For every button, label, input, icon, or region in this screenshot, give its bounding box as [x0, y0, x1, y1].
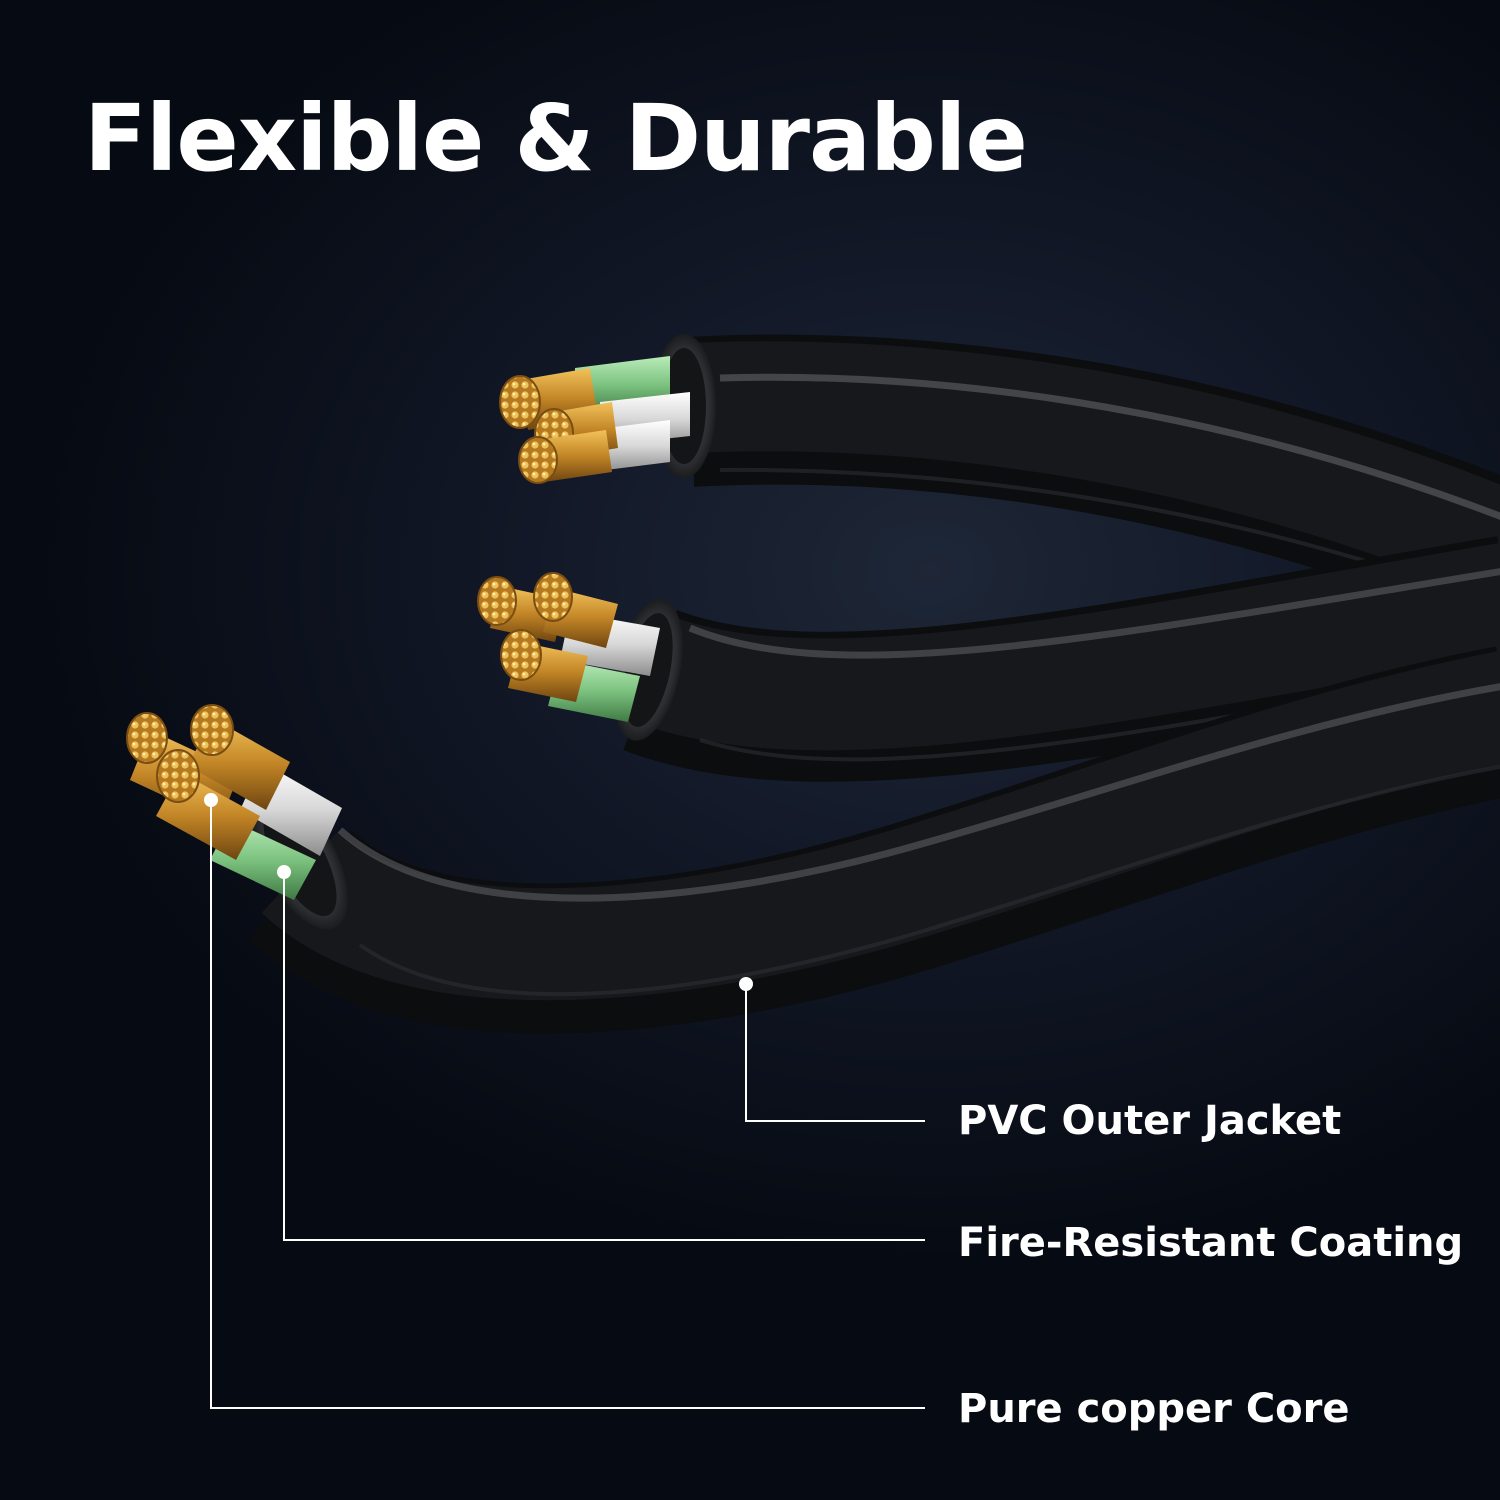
lower-cable-end: [126, 704, 348, 930]
middle-cable-end: [477, 572, 683, 741]
jacket-leader-line: [745, 984, 925, 1122]
callout-label-fire-resistant-coating: Fire-Resistant Coating: [958, 1220, 1464, 1266]
core-marker-dot: [204, 793, 218, 807]
upper-cable-end: [499, 334, 716, 484]
core-leader-line: [210, 800, 925, 1409]
coating-leader-line: [283, 872, 925, 1241]
middle-cable: [623, 536, 1500, 782]
jacket-marker-dot: [739, 977, 753, 991]
callout-label-pvc-outer-jacket: PVC Outer Jacket: [958, 1098, 1342, 1144]
upper-cable: [685, 334, 1500, 630]
lower-cable: [248, 646, 1500, 1034]
callout-label-pure-copper-core: Pure copper Core: [958, 1386, 1350, 1432]
headline: Flexible & Durable: [84, 85, 1028, 192]
callout-markers: [204, 793, 753, 991]
coating-marker-dot: [277, 865, 291, 879]
callout-lines: [210, 800, 925, 1409]
